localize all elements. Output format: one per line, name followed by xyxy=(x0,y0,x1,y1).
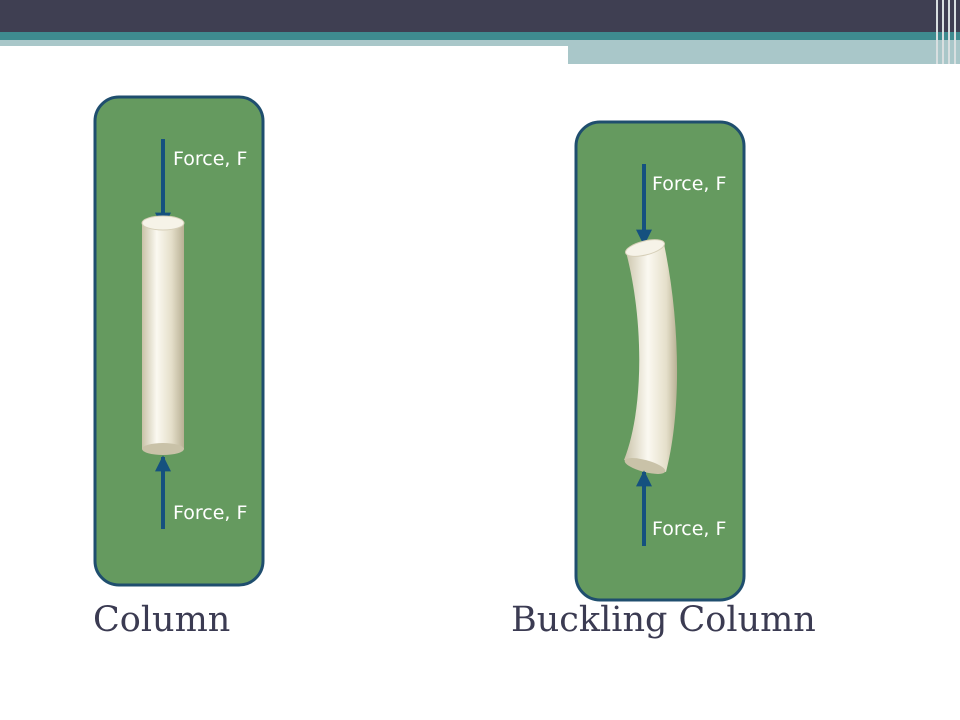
header-corner-lines xyxy=(930,0,960,64)
header-teal-strip xyxy=(0,32,960,40)
force-bottom-label: Force, F xyxy=(173,502,247,524)
bent-column-shape xyxy=(624,239,678,474)
buckling-column-caption: Buckling Column xyxy=(511,600,816,640)
header-dark-band xyxy=(0,0,960,32)
column-diagram: Force, F Force, F xyxy=(93,95,265,587)
column-caption: Column xyxy=(93,600,231,640)
force-top-label: Force, F xyxy=(652,173,726,195)
buckling-column-diagram: Force, F Force, F xyxy=(574,120,746,602)
force-top-label: Force, F xyxy=(173,148,247,170)
force-bottom-label: Force, F xyxy=(652,518,726,540)
header-light-strip xyxy=(0,40,568,46)
straight-column-shape xyxy=(141,215,185,455)
header-light-block xyxy=(568,40,960,64)
